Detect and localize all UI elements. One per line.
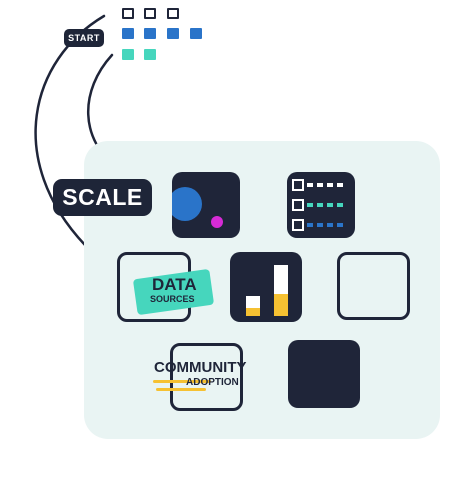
grid-square bbox=[122, 28, 134, 39]
sources-label: SOURCES bbox=[150, 294, 195, 304]
scale-label: SCALE bbox=[53, 179, 152, 216]
underline-stroke bbox=[156, 388, 206, 391]
bar-chart-tile bbox=[230, 252, 302, 322]
grid-square bbox=[144, 28, 156, 39]
grid-square bbox=[144, 8, 156, 19]
adoption-label: ADOPTION bbox=[186, 377, 239, 388]
grid-square bbox=[167, 8, 179, 19]
bar-chart-icon bbox=[246, 265, 288, 316]
grid-square bbox=[167, 28, 179, 39]
grid-square bbox=[144, 49, 156, 60]
checklist-tile bbox=[287, 172, 355, 238]
data-label: DATA bbox=[152, 275, 197, 294]
start-label: START bbox=[64, 29, 104, 47]
community-label: COMMUNITY bbox=[154, 359, 247, 376]
grid-square bbox=[122, 8, 134, 19]
grid-square bbox=[122, 49, 134, 60]
start-grid-icon bbox=[120, 8, 210, 63]
empty-tile bbox=[337, 252, 410, 320]
checklist-icon bbox=[292, 179, 343, 231]
dots-tile bbox=[172, 172, 240, 238]
community-tile bbox=[170, 343, 243, 411]
underline-stroke bbox=[153, 380, 211, 383]
grid-square bbox=[190, 28, 202, 39]
dots-icon bbox=[172, 187, 223, 228]
dark-tile bbox=[288, 340, 360, 408]
